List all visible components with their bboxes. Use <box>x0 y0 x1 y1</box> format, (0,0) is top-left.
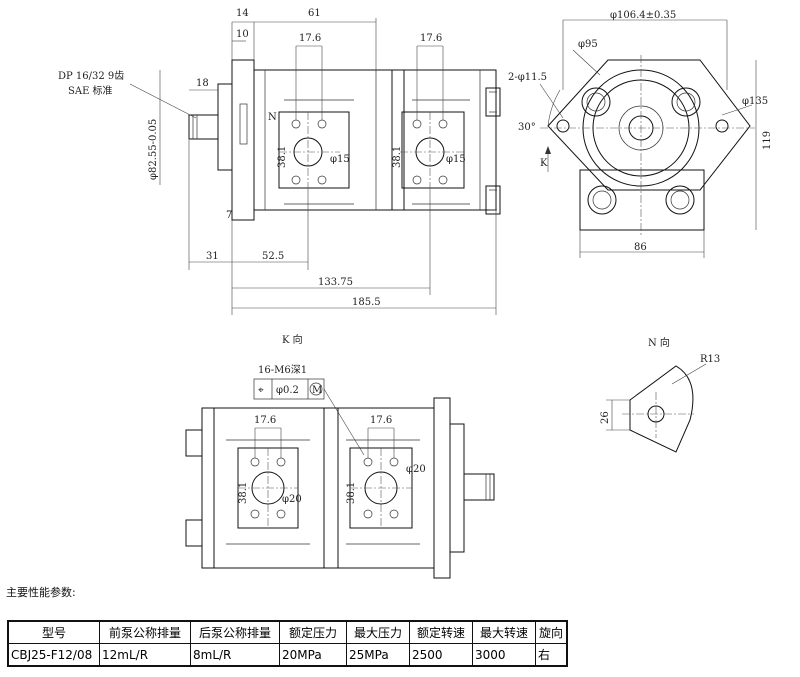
phi15-front: φ15 <box>330 154 350 165</box>
dim-26: 26 <box>600 411 611 424</box>
dim-135: φ135 <box>742 96 768 107</box>
phi15-rear: φ15 <box>446 154 466 165</box>
k-view: K 向 16-M6深1 ⌖ φ0.2 M <box>185 333 495 579</box>
front-view: φ106.4±0.35 φ95 2-φ11.5 φ135 30° 119 86 … <box>508 10 773 258</box>
dim-86: 86 <box>634 242 647 253</box>
dim-18: 18 <box>196 78 209 89</box>
k-marker: K <box>540 158 548 169</box>
phi20-right: φ20 <box>406 464 426 475</box>
table-row: CBJ25-F12/08 12mL/R 8mL/R 20MPa 25MPa 25… <box>7 643 568 667</box>
n-marker: N <box>268 112 277 123</box>
cell-max-pressure: 25MPa <box>346 643 410 667</box>
cell-model: CBJ25-F12/08 <box>7 643 100 667</box>
col-header-rotation: 旋向 <box>535 620 568 644</box>
cell-rotation: 右 <box>535 643 568 667</box>
dim-17-6-rear: 17.6 <box>420 33 442 44</box>
dim-133-75: 133.75 <box>318 277 353 288</box>
dim-17-6-right: 17.6 <box>370 415 392 426</box>
cell-front-displacement: 12mL/R <box>99 643 191 667</box>
tolerance-modifier: M <box>312 385 322 396</box>
dim-38-1-left: 38.1 <box>238 482 249 504</box>
col-header-rated-pressure: 额定压力 <box>279 620 347 644</box>
params-title: 主要性能参数: <box>6 586 76 599</box>
dim-119: 119 <box>762 131 773 150</box>
dim-7: 7 <box>226 210 232 221</box>
holes-note: 16-M6深1 <box>258 364 307 376</box>
cell-max-speed: 3000 <box>472 643 536 667</box>
dim-106-4: φ106.4±0.35 <box>610 10 676 21</box>
params-header-row: 型号 前泵公称排量 后泵公称排量 额定压力 最大压力 额定转速 最大转速 旋向 <box>7 620 568 644</box>
col-header-max-pressure: 最大压力 <box>346 620 410 644</box>
technical-drawing: 14 10 61 17.6 17.6 DP 16/32 9齿 SAE 标准 18… <box>58 8 773 579</box>
dim-82-55: φ82.55-0.05 <box>148 119 159 180</box>
cell-rated-speed: 2500 <box>409 643 473 667</box>
k-view-title: K 向 <box>282 333 303 346</box>
dim-61: 61 <box>308 8 321 19</box>
radius-r13: R13 <box>700 354 720 365</box>
dim-185-5: 185.5 <box>352 297 381 308</box>
dim-17-6-front: 17.6 <box>299 33 321 44</box>
side-view: 14 10 61 17.6 17.6 DP 16/32 9齿 SAE 标准 18… <box>58 8 501 315</box>
col-header-front-displacement: 前泵公称排量 <box>99 620 191 644</box>
dim-31: 31 <box>206 251 219 262</box>
dim-14: 14 <box>236 8 249 19</box>
angle-30: 30° <box>518 122 536 133</box>
cell-rated-pressure: 20MPa <box>279 643 347 667</box>
dim-38-1-right: 38.1 <box>346 482 357 504</box>
n-view-title: N 向 <box>648 336 670 349</box>
sae-standard: SAE 标准 <box>68 85 113 97</box>
dim-38-1-rear: 38.1 <box>392 146 403 168</box>
dim-95: φ95 <box>578 39 598 50</box>
col-header-rear-displacement: 后泵公称排量 <box>190 620 280 644</box>
phi20-left: φ20 <box>282 494 302 505</box>
dim-52-5: 52.5 <box>262 251 284 262</box>
col-header-rated-speed: 额定转速 <box>409 620 473 644</box>
cell-rear-displacement: 8mL/R <box>190 643 280 667</box>
tolerance-value: φ0.2 <box>276 385 299 396</box>
holes-2-11-5: 2-φ11.5 <box>508 72 547 83</box>
n-view: N 向 R13 26 <box>600 336 720 453</box>
position-tolerance-icon: ⌖ <box>258 385 264 396</box>
params-table: 型号 前泵公称排量 后泵公称排量 额定压力 最大压力 额定转速 最大转速 旋向 … <box>7 620 568 667</box>
dp-spline-spec: DP 16/32 9齿 <box>58 70 124 82</box>
dim-17-6-left: 17.6 <box>254 415 276 426</box>
dim-38-1-front: 38.1 <box>277 146 288 168</box>
dim-10: 10 <box>236 29 249 40</box>
col-header-max-speed: 最大转速 <box>472 620 536 644</box>
col-header-model: 型号 <box>7 620 100 644</box>
